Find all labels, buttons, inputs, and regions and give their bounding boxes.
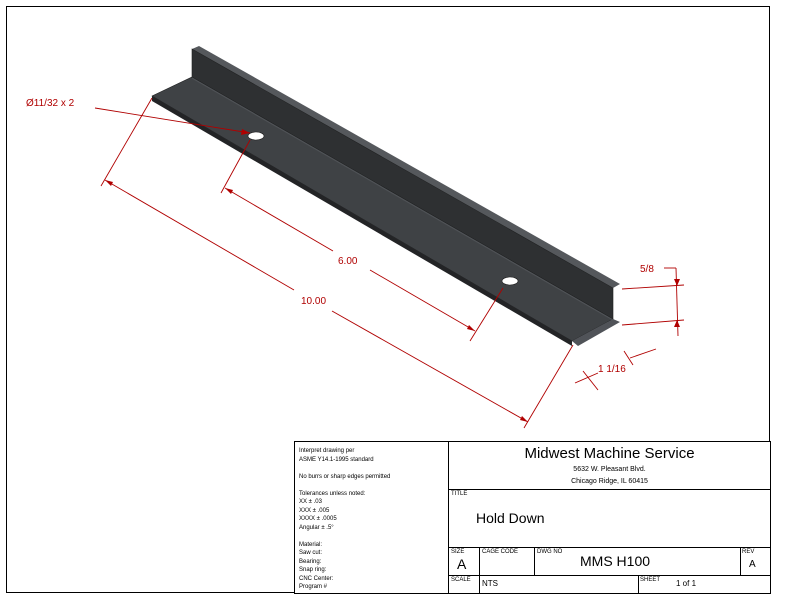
- flange-width-ext-a: [582, 370, 599, 391]
- angle-bracket-part: [151, 46, 620, 346]
- divider: [449, 489, 770, 490]
- hole-spacing-dim-line-a: [224, 187, 334, 252]
- hole-spacing-arrow-right: [467, 325, 475, 331]
- note-line: Material:: [299, 541, 323, 548]
- extension-line-hole-1: [220, 139, 251, 194]
- note-line: No burrs or sharp edges permitted: [299, 473, 391, 480]
- sheet-value: 1 of 1: [676, 579, 697, 588]
- note-line: Angular ± .5°: [299, 524, 334, 531]
- note-line: Interpret drawing per: [299, 448, 355, 454]
- flange-width-dim-line-a: [574, 372, 599, 384]
- note-line: XXXX ± .0005: [299, 516, 337, 522]
- revision-label: REV: [742, 549, 755, 555]
- hole-spacing-dim-line-b: [369, 269, 476, 332]
- note-line: XXX ± .005: [299, 507, 330, 514]
- inner-corner-edge: [191, 77, 614, 321]
- company-street: 5632 W. Pleasant Blvd.: [573, 466, 646, 473]
- note-line: [299, 532, 390, 541]
- scale-value: NTS: [482, 579, 498, 588]
- hole-spacing-label: 6.00: [338, 256, 358, 267]
- revision-value: A: [749, 559, 756, 570]
- company-city: Chicago Ridge, IL 60415: [571, 478, 648, 485]
- extension-line-left-end: [100, 97, 153, 187]
- note-line: Tolerances unless noted:: [299, 490, 366, 497]
- divider: [740, 547, 741, 575]
- overall-length-arrow-right: [520, 416, 528, 422]
- extension-line-hole-2: [469, 287, 504, 342]
- flange-thickness-arrow-bottom: [674, 320, 680, 327]
- mounting-hole-1: [247, 131, 265, 141]
- note-line: Bearing:: [299, 558, 322, 565]
- sheet-label: SHEET: [640, 577, 661, 583]
- flange-thickness-label: 5/8: [640, 264, 654, 275]
- hole-leader-line: [94, 107, 251, 134]
- company-name: Midwest Machine Service: [524, 445, 695, 462]
- divider: [479, 575, 480, 593]
- horizontal-flange-front-edge: [152, 96, 572, 346]
- flange-width-dim-line-b: [629, 348, 657, 359]
- dimensions: [94, 97, 685, 429]
- overall-length-label: 10.00: [301, 296, 326, 307]
- hole-leader-arrow: [241, 129, 250, 135]
- flange-width-ext-b: [623, 350, 634, 366]
- drawing-number-label: DWG NO: [537, 549, 563, 555]
- divider: [449, 575, 770, 576]
- note-line: Saw cut:: [299, 550, 323, 556]
- hole-callout-label: Ø11/32 x 2: [26, 98, 75, 109]
- overall-length-dim-line-a: [104, 179, 295, 291]
- notes-lines: Interpret drawing per ASME Y14.1-1995 st…: [299, 447, 390, 592]
- note-line: XX ± .03: [299, 499, 322, 505]
- extension-line-right-end: [523, 344, 574, 429]
- title-label: TITLE: [451, 491, 468, 497]
- note-line: ASME Y14.1-1995 standard: [299, 456, 374, 463]
- divider: [638, 575, 639, 593]
- note-line: CNC Center:: [299, 575, 334, 582]
- extension-line-flange-top: [621, 284, 685, 290]
- note-line: Program #: [299, 584, 328, 590]
- drawing-title: Hold Down: [476, 510, 545, 526]
- overall-length-dim-line-b: [331, 310, 529, 423]
- divider: [534, 547, 535, 575]
- note-line: [299, 481, 390, 490]
- extension-line-flange-bottom: [621, 319, 685, 326]
- cage-code-label: CAGE CODE: [482, 549, 519, 555]
- note-line: [299, 464, 390, 473]
- scale-label: SCALE: [451, 577, 471, 583]
- horizontal-flange-end: [572, 319, 620, 346]
- note-line: Snap ring:: [299, 567, 327, 573]
- drawing-number: MMS H100: [580, 553, 651, 569]
- notes-block: Interpret drawing per ASME Y14.1-1995 st…: [294, 441, 449, 594]
- hole-spacing-arrow-left: [225, 188, 233, 194]
- overall-length-arrow-left: [105, 180, 113, 186]
- size-label: SIZE: [451, 549, 465, 555]
- flange-width-label: 1 1/16: [598, 364, 626, 375]
- dimension-labels: Ø11/32 x 2 6.00 10.00 5/8 1 1/16: [26, 98, 654, 375]
- flange-thickness-arrow-top: [674, 279, 680, 286]
- mounting-hole-2: [501, 276, 519, 286]
- divider: [479, 547, 480, 575]
- vertical-flange-top-edge: [192, 46, 620, 288]
- divider: [449, 547, 770, 548]
- title-block: Midwest Machine Service 5632 W. Pleasant…: [448, 441, 771, 594]
- horizontal-flange-top: [151, 76, 614, 342]
- size-value: A: [457, 556, 467, 572]
